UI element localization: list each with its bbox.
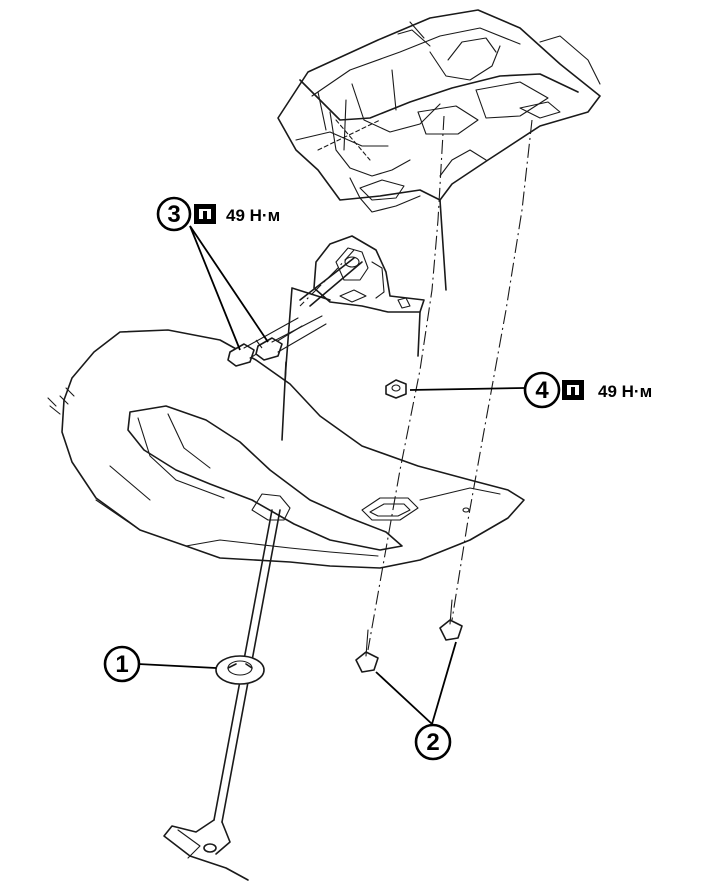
nut bbox=[385, 379, 407, 399]
callout-4-torque: 49 Н·м bbox=[598, 382, 652, 401]
mounting-bracket bbox=[299, 235, 425, 313]
grommet bbox=[215, 655, 265, 685]
callout-3-label: 3 bbox=[167, 201, 180, 228]
torque-wrench-icon bbox=[562, 380, 584, 400]
callout-3: 3 49 Н·м bbox=[156, 196, 280, 232]
torque-wrench-icon bbox=[194, 204, 216, 224]
callout-1-label: 1 bbox=[115, 651, 128, 678]
centerlines bbox=[255, 115, 533, 651]
callout-2-label: 2 bbox=[426, 729, 439, 756]
callout-4: 4 49 Н·м bbox=[523, 371, 652, 409]
callout-4-label: 4 bbox=[535, 377, 549, 404]
clips bbox=[355, 599, 463, 673]
upper-floor-panel bbox=[277, 9, 601, 213]
leader-lines bbox=[137, 225, 525, 725]
callout-1: 1 bbox=[103, 645, 141, 683]
bolts bbox=[227, 315, 327, 367]
callout-3-torque: 49 Н·м bbox=[226, 206, 280, 225]
callout-2: 2 bbox=[414, 723, 452, 761]
undercover-shield bbox=[47, 329, 525, 569]
